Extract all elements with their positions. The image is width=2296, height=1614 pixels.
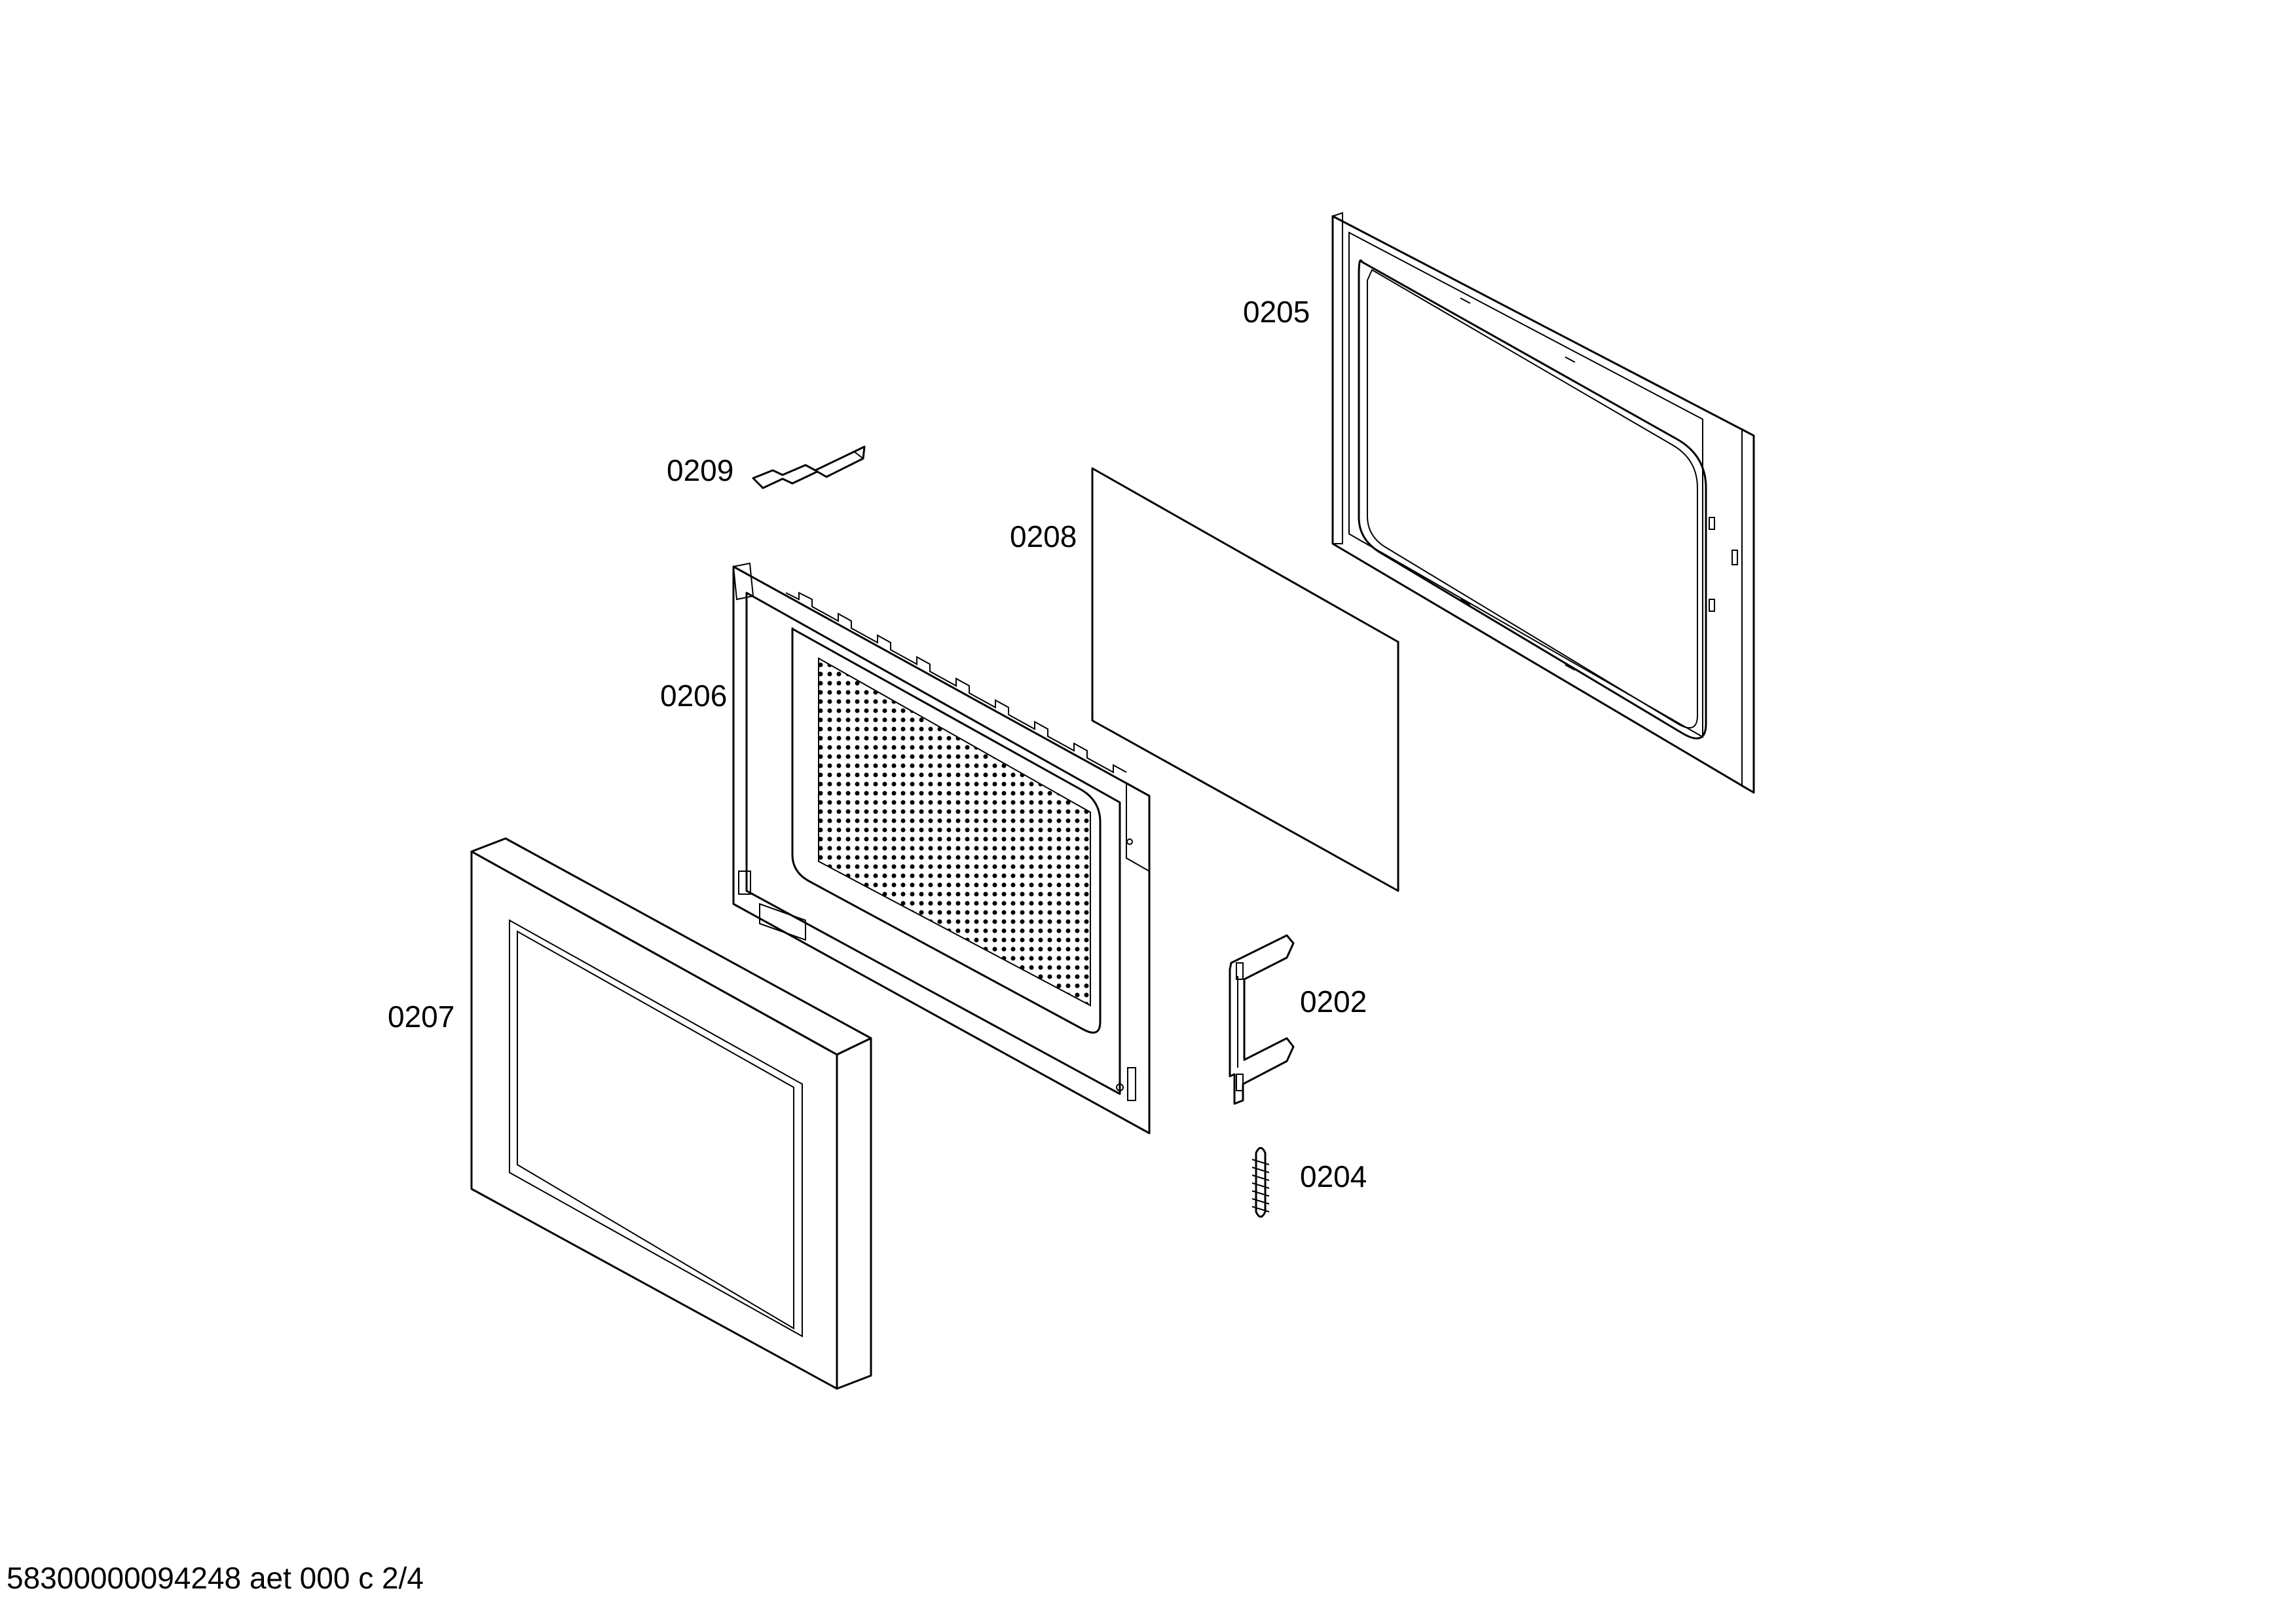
label-0206: 0206 [660,679,727,713]
label-0208: 0208 [1010,519,1077,554]
label-0209: 0209 [667,453,733,487]
document-code: 58300000094248 aet 000 c 2/4 [7,1561,424,1595]
label-0204: 0204 [1300,1159,1367,1193]
part-0209-bracket [752,445,866,489]
label-0205: 0205 [1243,295,1310,329]
part-0208-glass-pane [1091,467,1399,892]
label-0202: 0202 [1300,985,1367,1019]
part-0204-spring [1251,1147,1270,1218]
part-0206-inner-door [732,562,1151,1135]
part-0205-rear-frame [1331,212,1755,794]
part-0207-outer-door-frame [470,837,872,1390]
label-0207: 0207 [388,1000,454,1034]
part-0202-clip [1229,934,1295,1105]
